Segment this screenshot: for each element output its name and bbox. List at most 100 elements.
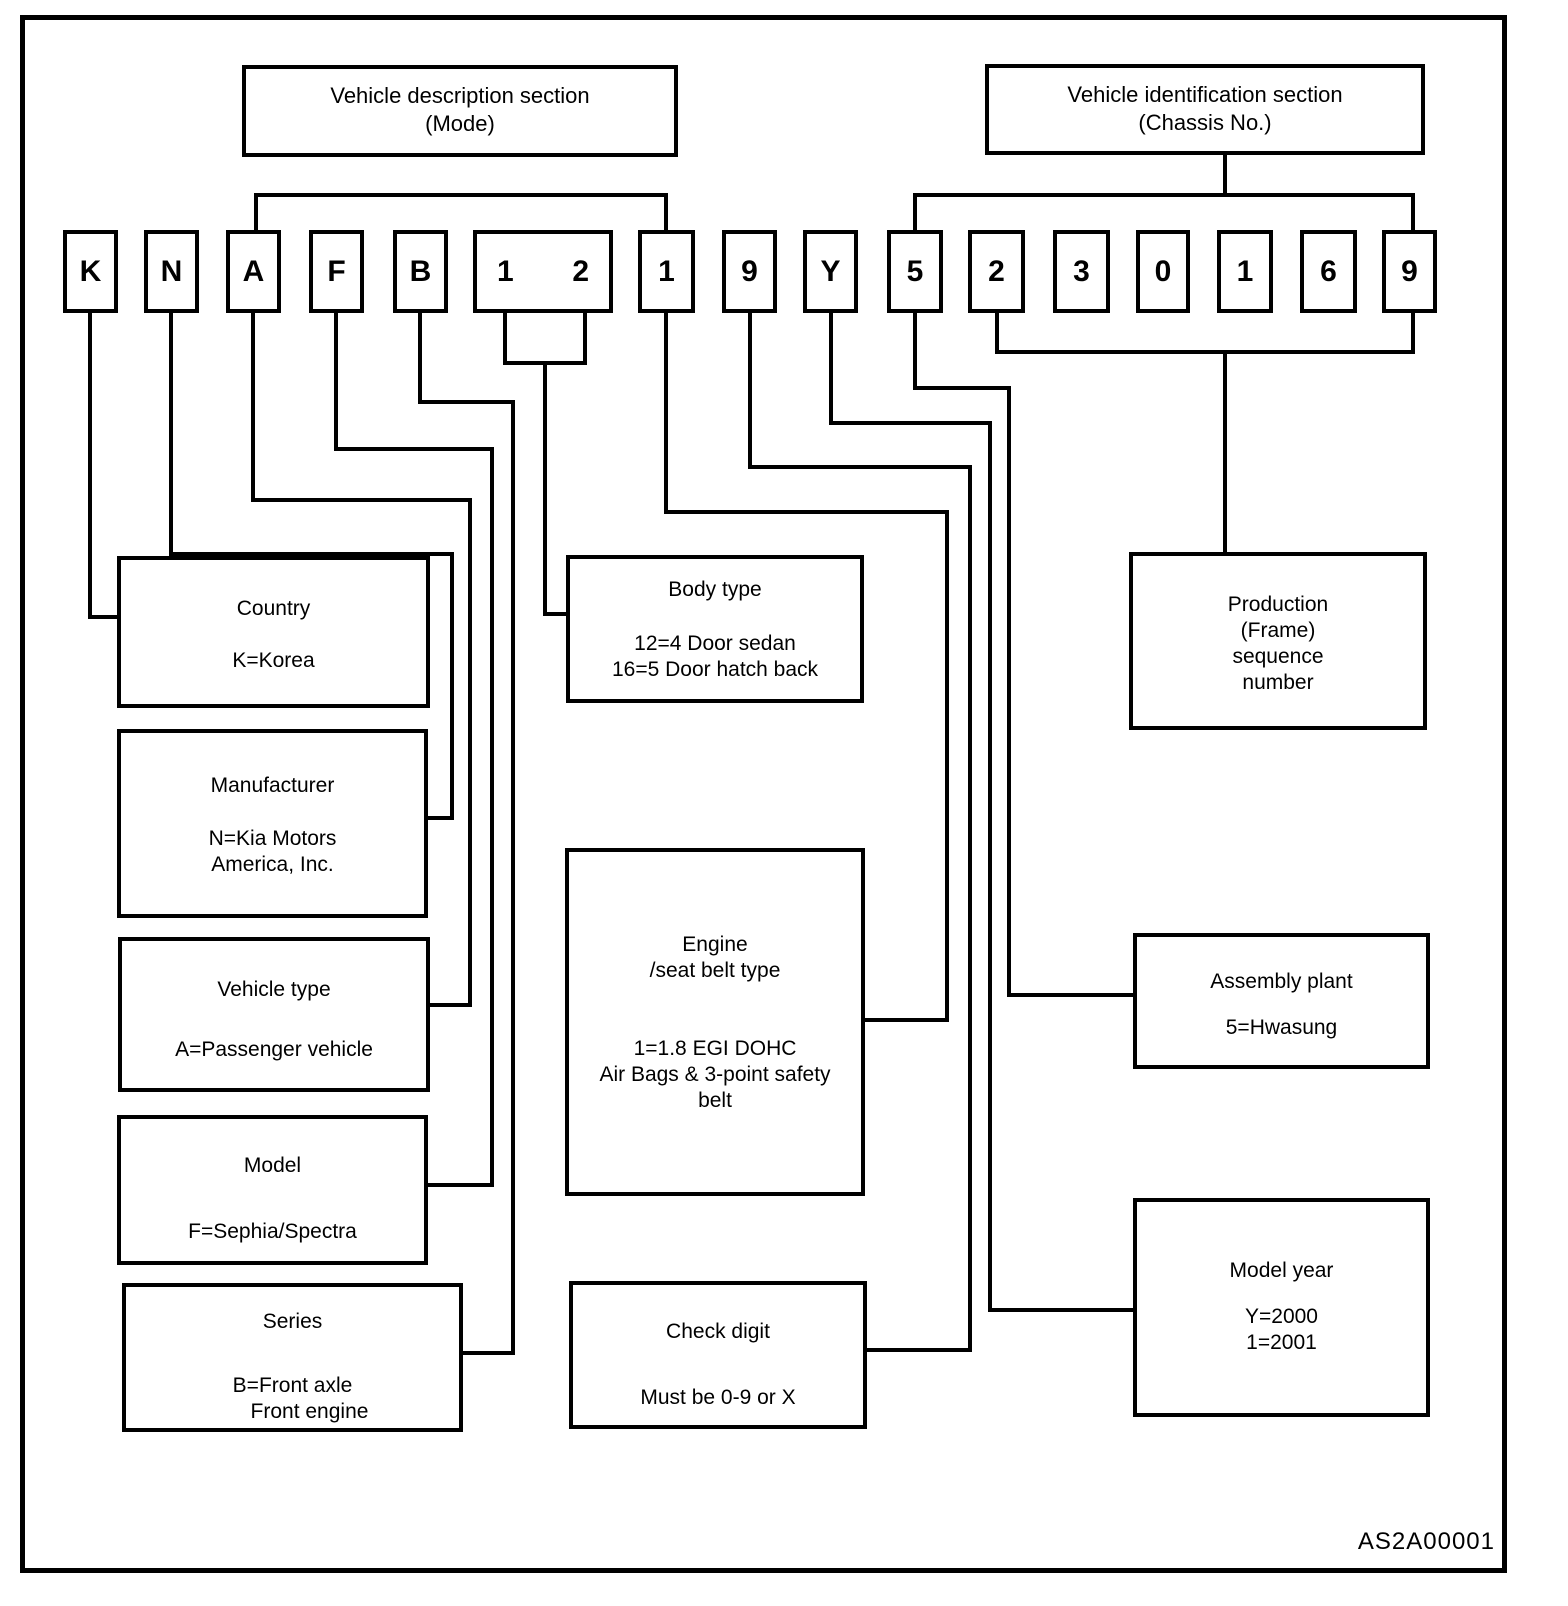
connector-segment [543, 612, 570, 616]
vin-char-box: 9 [1382, 230, 1437, 313]
box-value: sequence [1232, 645, 1324, 668]
box-value: K=Korea [232, 649, 315, 672]
connector-segment [418, 400, 515, 404]
box-title: Series [262, 1310, 323, 1333]
vin-char-box: 2 [968, 230, 1025, 313]
vin-char-box: 0 [1136, 230, 1190, 313]
vin-char-box: 1 [1217, 230, 1273, 313]
connector-segment [664, 193, 668, 236]
connector-segment [169, 310, 173, 556]
connector-segment [988, 1308, 1137, 1312]
connector-segment [334, 447, 494, 451]
connector-segment [334, 310, 338, 451]
connector-segment [424, 1183, 494, 1187]
connector-segment [748, 310, 752, 469]
box-title: Engine [682, 933, 748, 956]
box-title: /seat belt type [649, 959, 781, 982]
production-sequence-box: Production (Frame) sequence number [1129, 552, 1427, 730]
box-value: number [1242, 671, 1314, 694]
box-title: Model year [1229, 1259, 1334, 1282]
connector-segment [503, 310, 507, 365]
engine-seat-belt-box: Engine /seat belt type 1=1.8 EGI DOHC Ai… [565, 848, 865, 1196]
figure-border [20, 15, 1507, 1573]
series-box: Series B=Front axle Front engine [122, 1283, 463, 1432]
vehicle-type-box: Vehicle type A=Passenger vehicle [118, 937, 430, 1092]
connector-segment [748, 465, 972, 469]
connector-segment [511, 400, 515, 1355]
box-title: Body type [668, 578, 762, 601]
vin-char-box: A [226, 230, 281, 313]
box-value: 5=Hwasung [1225, 1016, 1338, 1039]
box-value: belt [698, 1089, 732, 1112]
connector-segment [543, 361, 547, 616]
connector-segment [829, 421, 992, 425]
connector-segment [88, 310, 92, 619]
connector-segment [468, 498, 472, 1007]
connector-segment [995, 310, 999, 354]
connector-segment [450, 552, 454, 820]
connector-segment [424, 816, 454, 820]
connector-segment [1007, 993, 1137, 997]
connector-segment [913, 193, 1415, 197]
vin-char-box: 1 [638, 230, 695, 313]
vin-char-box: 9 [722, 230, 777, 313]
connector-segment [169, 552, 454, 556]
manufacturer-box: Manufacturer N=Kia Motors America, Inc. [117, 729, 428, 918]
connector-segment [861, 1018, 949, 1022]
vin-char: 1 [497, 254, 514, 288]
box-value: Production [1227, 593, 1329, 616]
box-value: Must be 0-9 or X [640, 1386, 796, 1409]
connector-segment [583, 310, 587, 365]
connector-segment [913, 386, 1011, 390]
model-year-box: Model year Y=2000 1=2001 [1133, 1198, 1430, 1417]
header-line: Vehicle identification section [1067, 82, 1343, 107]
vin-char-box: N [144, 230, 199, 313]
box-value: (Frame) [1240, 619, 1316, 642]
connector-segment [490, 447, 494, 1187]
box-title: Assembly plant [1210, 970, 1353, 993]
connector-segment [254, 193, 258, 236]
box-value: Front engine [250, 1400, 369, 1423]
box-title: Manufacturer [210, 774, 335, 797]
vin-char-box: 6 [1300, 230, 1357, 313]
vin-char-box-wide: 1 2 [473, 230, 613, 313]
connector-segment [459, 1351, 515, 1355]
box-value: N=Kia Motors [208, 827, 337, 850]
header-line: Vehicle description section [330, 83, 590, 108]
box-value: F=Sephia/Spectra [188, 1220, 357, 1243]
box-value: A=Passenger vehicle [175, 1038, 373, 1061]
box-title: Vehicle type [217, 978, 331, 1001]
header-line: (Chassis No.) [1138, 110, 1272, 135]
connector-segment [995, 350, 1415, 354]
model-box: Model F=Sephia/Spectra [117, 1115, 428, 1265]
box-value: 1=2001 [1246, 1331, 1317, 1354]
body-type-box: Body type 12=4 Door sedan 16=5 Door hatc… [566, 555, 864, 703]
box-title: Check digit [666, 1320, 770, 1343]
box-value: 12=4 Door sedan [634, 632, 796, 655]
connector-segment [913, 193, 917, 236]
vin-char-box: Y [803, 230, 858, 313]
box-value: 16=5 Door hatch back [611, 658, 819, 681]
country-box: Country K=Korea [117, 556, 430, 708]
description-section-header: Vehicle description section (Mode) [242, 65, 678, 157]
connector-segment [863, 1348, 972, 1352]
identification-section-header: Vehicle identification section (Chassis … [985, 64, 1425, 155]
box-title: Model [243, 1154, 302, 1177]
connector-segment [913, 310, 917, 390]
vin-char-box: K [63, 230, 118, 313]
box-value: America, Inc. [211, 853, 334, 876]
box-value: Y=2000 [1245, 1305, 1318, 1328]
figure-code: AS2A00001 [1357, 1528, 1495, 1555]
vin-char-box: 3 [1053, 230, 1110, 313]
box-title: Country [236, 597, 311, 620]
connector-segment [254, 193, 668, 197]
vin-char-box: 5 [887, 230, 943, 313]
box-value: B=Front axle [232, 1374, 353, 1397]
connector-segment [1223, 350, 1227, 556]
connector-segment [829, 310, 833, 425]
connector-segment [1411, 310, 1415, 354]
header-line: (Mode) [425, 111, 495, 136]
connector-segment [968, 465, 972, 1352]
connector-segment [251, 310, 255, 502]
